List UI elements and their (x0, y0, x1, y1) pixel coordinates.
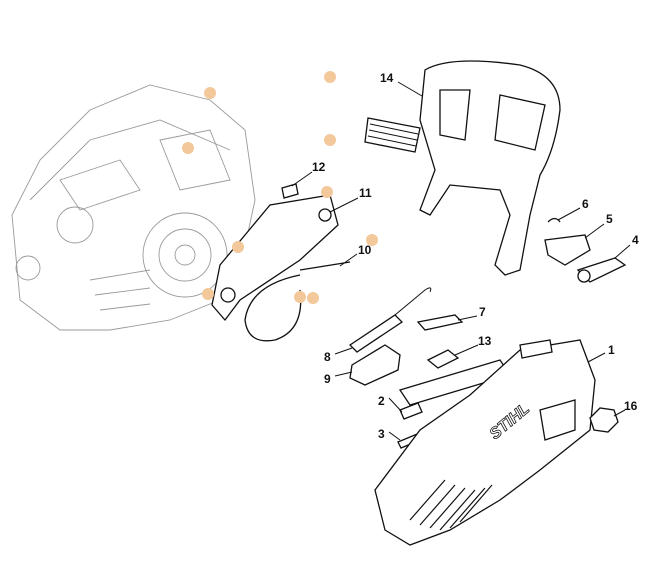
part-2 (399, 402, 423, 420)
part-holder (349, 344, 401, 386)
label-1: 1 (608, 343, 615, 357)
part-chain-brake (211, 183, 339, 322)
hotspot[interactable] (204, 87, 216, 99)
label-3: 3 (378, 427, 385, 441)
hotspot[interactable] (294, 291, 306, 303)
label-8: 8 (324, 350, 331, 364)
label-4: 4 (632, 233, 639, 247)
part-6 (547, 217, 561, 223)
label-13: 13 (478, 334, 492, 348)
part-7 (416, 314, 464, 331)
label-11: 11 (359, 186, 372, 200)
part-sprocket-cover: STIHL (374, 339, 596, 546)
part-5 (544, 234, 591, 266)
label-6: 6 (582, 197, 589, 211)
part-hand-guard (364, 60, 561, 276)
hotspot[interactable] (307, 292, 319, 304)
part-13 (426, 349, 460, 369)
part-spring (348, 287, 432, 353)
label-2: 2 (378, 394, 385, 408)
label-10: 10 (358, 243, 372, 257)
hotspot[interactable] (324, 71, 336, 83)
hotspot[interactable] (321, 186, 333, 198)
part-4 (576, 257, 627, 283)
label-7: 7 (479, 305, 486, 319)
hotspot[interactable] (202, 288, 214, 300)
part-nut (589, 407, 619, 433)
label-16: 16 (624, 399, 638, 413)
label-9: 9 (324, 372, 331, 386)
label-12: 12 (312, 160, 326, 174)
hotspot[interactable] (182, 142, 194, 154)
hotspot[interactable] (324, 134, 336, 146)
hotspot[interactable] (366, 234, 378, 246)
callouts: 14 12 11 10 6 5 4 7 13 8 9 1 2 3 16 (291, 71, 639, 441)
label-14: 14 (380, 71, 394, 85)
hotspots[interactable] (182, 71, 378, 304)
hotspot[interactable] (232, 241, 244, 253)
label-5: 5 (606, 212, 613, 226)
